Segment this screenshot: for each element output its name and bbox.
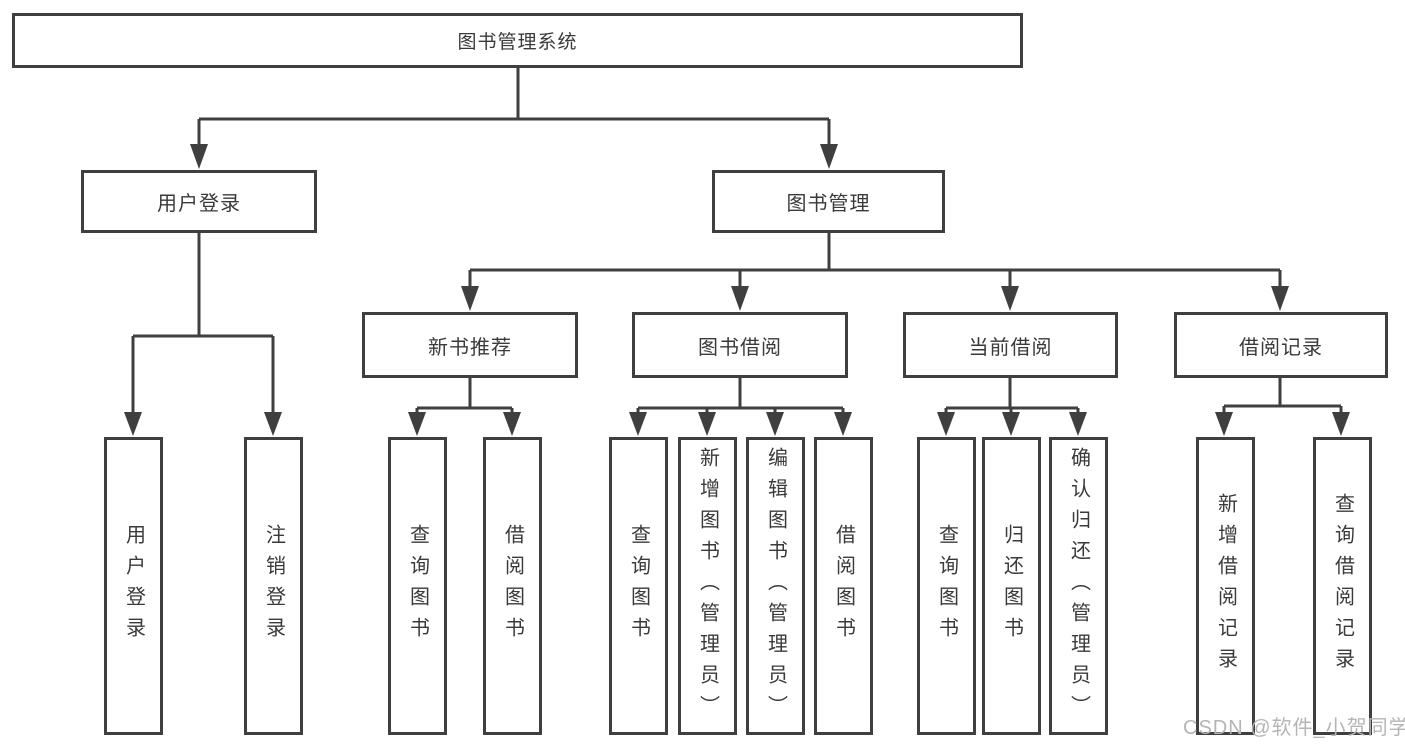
node-new-book-recommend: 新书推荐 [362, 312, 578, 378]
leaf-logout: 注销登录 [244, 437, 303, 735]
node-label: 查询图书 [406, 524, 429, 648]
node-book-management: 图书管理 [712, 170, 945, 233]
node-label: 借阅图书 [832, 524, 855, 648]
node-label: 查询图书 [627, 524, 650, 648]
node-label: 新增借阅记录 [1214, 493, 1237, 679]
node-label: 当前借阅 [968, 336, 1053, 359]
node-current-borrow: 当前借阅 [903, 312, 1118, 378]
leaf-add-borrow-record: 新增借阅记录 [1196, 437, 1255, 735]
leaf-borrow-books-recommend: 借阅图书 [483, 437, 542, 735]
node-label: 用户登录 [157, 193, 241, 215]
node-label: 新书推荐 [428, 336, 512, 359]
node-book-borrow: 图书借阅 [632, 312, 848, 378]
node-user-login: 用户登录 [81, 170, 317, 233]
leaf-query-books-current: 查询图书 [917, 437, 976, 735]
node-label: 查询借阅记录 [1331, 493, 1354, 679]
leaf-query-books-borrow: 查询图书 [609, 437, 668, 735]
leaf-query-books-recommend: 查询图书 [388, 437, 447, 735]
leaf-user-login: 用户登录 [104, 437, 163, 735]
leaf-return-books: 归还图书 [982, 437, 1041, 735]
node-label: 编辑图书（管理员） [764, 446, 787, 726]
node-label: 新增图书（管理员） [696, 446, 719, 726]
csdn-watermark: CSDN @软件_小贺同学 [1183, 717, 1405, 739]
node-library-management-system: 图书管理系统 [12, 13, 1023, 68]
leaf-borrow-books: 借阅图书 [814, 437, 873, 735]
node-label: 查询图书 [935, 524, 958, 648]
node-label: 图书管理系统 [457, 32, 578, 53]
leaf-edit-books-admin: 编辑图书（管理员） [746, 437, 805, 735]
node-label: 用户登录 [122, 524, 145, 648]
node-label: 借阅记录 [1239, 336, 1323, 359]
node-label: 图书管理 [786, 193, 871, 215]
node-label: 注销登录 [262, 524, 285, 648]
node-borrow-records: 借阅记录 [1174, 312, 1388, 378]
leaf-confirm-return-admin: 确认归还（管理员） [1049, 437, 1108, 735]
leaf-add-books-admin: 新增图书（管理员） [678, 437, 737, 735]
node-label: 图书借阅 [698, 336, 782, 359]
leaf-query-borrow-record: 查询借阅记录 [1313, 437, 1372, 735]
node-label: 确认归还（管理员） [1067, 446, 1090, 726]
node-label: 借阅图书 [501, 524, 524, 648]
node-label: 归还图书 [1000, 524, 1023, 648]
